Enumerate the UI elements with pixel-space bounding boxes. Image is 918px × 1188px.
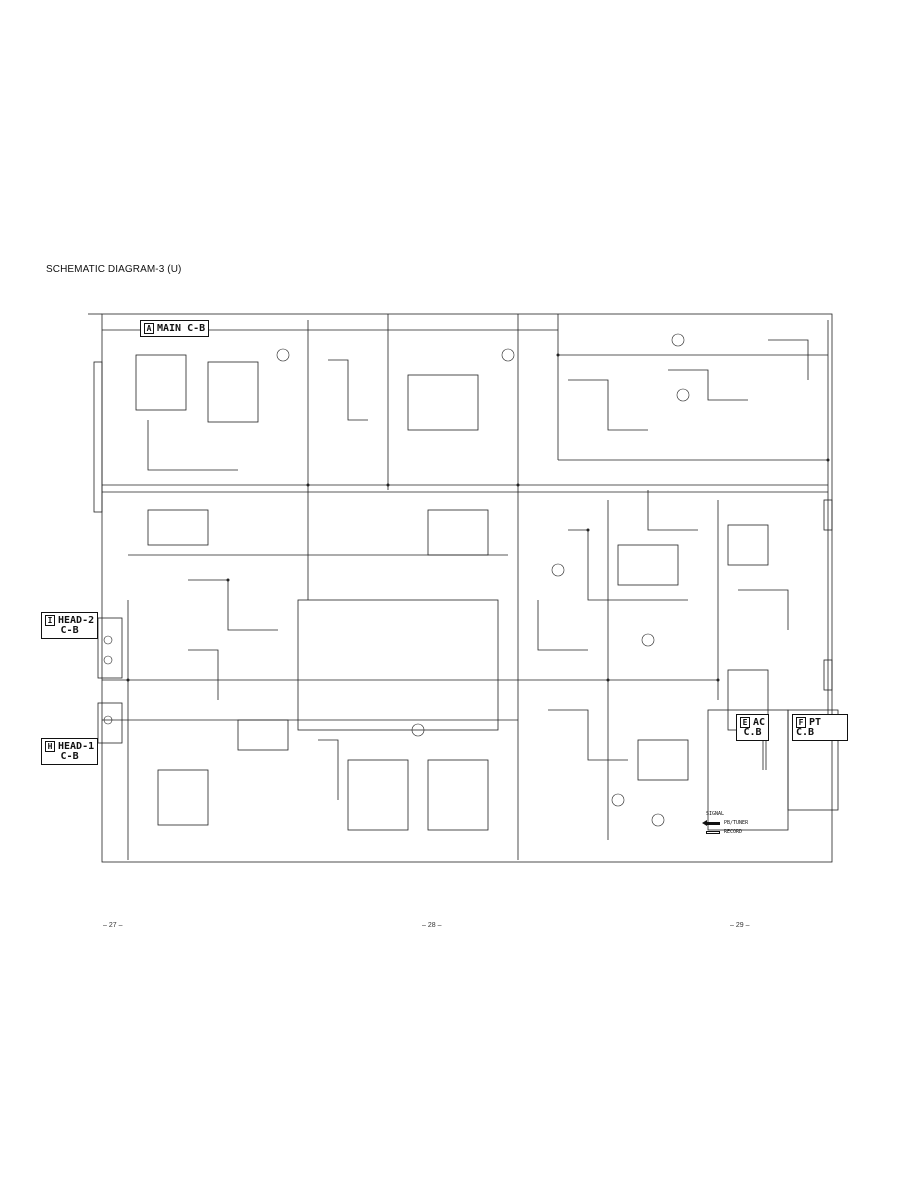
legend-item-record: RECORD — [706, 828, 748, 837]
signal-legend: SIGNAL PB/TUNER RECORD — [702, 810, 749, 837]
board-sub-ac: C.B — [743, 727, 762, 738]
board-sub-head1: C-B — [60, 751, 79, 762]
board-name-ac: AC — [753, 717, 766, 728]
board-letter-main: A — [144, 323, 154, 334]
legend-label-record: RECORD — [724, 829, 743, 835]
schematic-wiring — [88, 313, 839, 863]
board-name-main: MAIN C-B — [157, 323, 206, 334]
board-sub-head2: C-B — [60, 625, 79, 636]
board-name-head1: HEAD-1 — [58, 741, 95, 752]
page-number-27: – 27 – — [103, 922, 123, 929]
legend-label-pb-tuner: PB/TUNER — [724, 820, 749, 826]
board-name-head2: HEAD-2 — [58, 615, 95, 626]
page-title: SCHEMATIC DIAGRAM-3 (U) — [46, 264, 182, 275]
page-number-29: – 29 – — [730, 922, 750, 929]
legend-item-pb-tuner: PB/TUNER — [702, 819, 749, 828]
solid-arrow-icon — [702, 820, 720, 826]
board-letter-head2: I — [45, 615, 55, 626]
page-number-28: – 28 – — [422, 922, 442, 929]
legend-heading: SIGNAL — [706, 811, 725, 817]
board-letter-head1: H — [45, 741, 55, 752]
board-name-pt: PT C.B — [796, 717, 822, 738]
hollow-arrow-icon — [706, 831, 720, 834]
